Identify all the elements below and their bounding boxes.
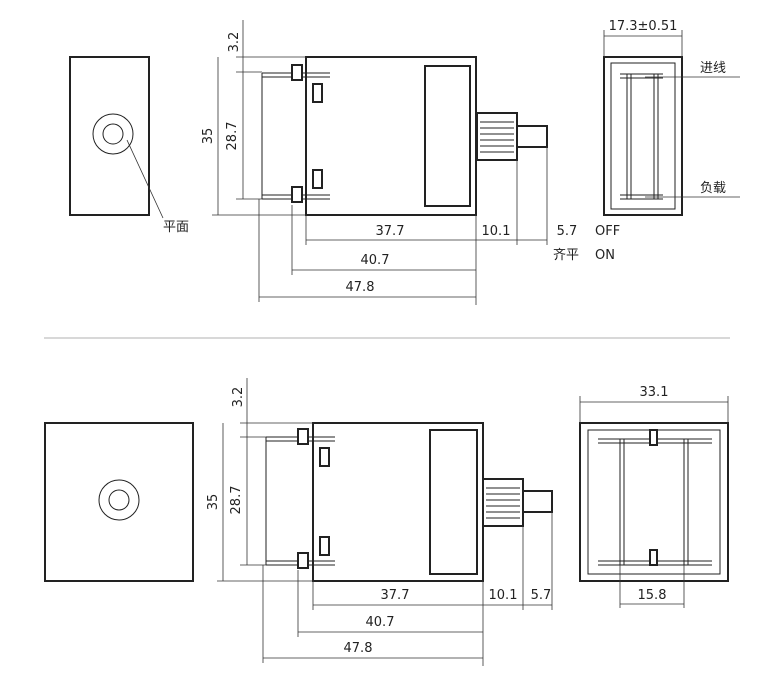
dim-10-1-top: 10.1 xyxy=(482,224,511,239)
flush-label: 齐平 xyxy=(553,247,579,263)
flat-label: 平面 xyxy=(163,220,189,235)
top-front-view: 平面 xyxy=(69,56,189,235)
dim-28-7-bottom: 28.7 xyxy=(229,486,244,515)
dim-47-8-bottom: 47.8 xyxy=(344,641,373,656)
incoming-label: 进线 xyxy=(700,61,726,76)
dim-35-top: 35 xyxy=(201,128,216,145)
dim-5-7-bottom: 5.7 xyxy=(531,588,552,603)
dim-pitch-bottom: 15.8 xyxy=(638,588,667,603)
dim-40-7-top: 40.7 xyxy=(361,253,390,268)
dim-3-2-bottom: 3.2 xyxy=(231,387,246,408)
bottom-side-view xyxy=(265,422,553,582)
dim-width-top: 17.3±0.51 xyxy=(609,19,678,34)
dim-10-1-bottom: 10.1 xyxy=(489,588,518,603)
dim-3-2-top: 3.2 xyxy=(227,32,242,53)
load-label: 负载 xyxy=(700,181,726,196)
dim-35-bottom: 35 xyxy=(206,494,221,511)
top-dimensions: 3.2 35 28.7 37.7 10.1 5.7 OFF 齐平 ON 40.7… xyxy=(201,20,620,305)
on-label: ON xyxy=(595,248,615,263)
dim-37-7-top: 37.7 xyxy=(376,224,405,239)
dim-37-7-bottom: 37.7 xyxy=(381,588,410,603)
dim-28-7-top: 28.7 xyxy=(225,122,240,151)
bottom-end-view: 33.1 15.8 xyxy=(579,385,729,608)
bottom-front-view xyxy=(44,422,194,582)
top-end-view: 17.3±0.51 进线 负载 xyxy=(603,19,740,216)
bottom-dimensions: 3.2 35 28.7 37.7 10.1 5.7 40.7 47.8 xyxy=(206,378,553,666)
top-side-view xyxy=(261,56,548,216)
dim-40-7-bottom: 40.7 xyxy=(366,615,395,630)
off-label: OFF xyxy=(595,224,620,239)
dim-5-7-top: 5.7 xyxy=(557,224,578,239)
dim-47-8-top: 47.8 xyxy=(346,280,375,295)
dim-width-bottom: 33.1 xyxy=(640,385,669,400)
